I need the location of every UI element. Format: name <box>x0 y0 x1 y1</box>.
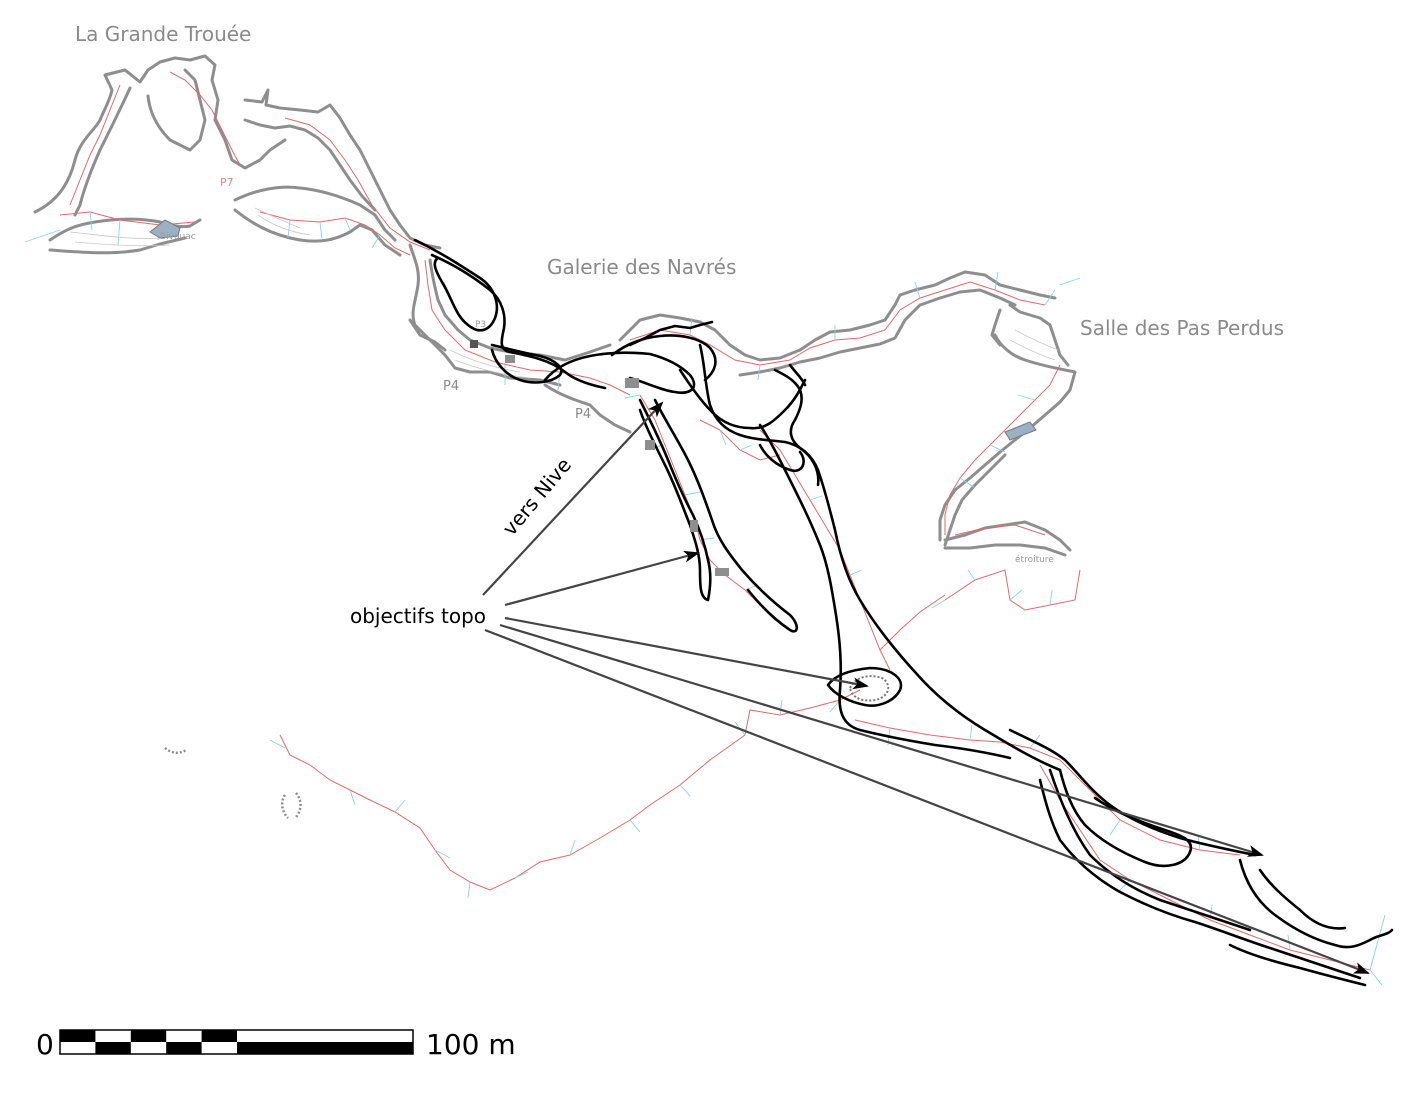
scale-segment-large <box>237 1042 413 1054</box>
pointer-to-junction <box>504 550 700 607</box>
label-objectifs-topo: objectifs topo <box>350 604 486 628</box>
pointer-to-chamber <box>504 616 869 690</box>
navres-passage <box>618 270 1077 557</box>
label-etroiture: étroiture <box>1015 554 1054 565</box>
scale-segment <box>201 1030 237 1042</box>
label-salle-pas-perdus: Salle des Pas Perdus <box>1080 316 1284 340</box>
survey-legs <box>59 71 1371 971</box>
contours <box>69 207 1059 379</box>
new-galleries <box>413 238 1394 987</box>
label-bivouac: Bivouac <box>160 232 196 242</box>
label-p-small: P3 <box>475 320 486 330</box>
label-grande-trouee: La Grande Trouée <box>75 22 251 46</box>
scale-segments <box>59 1029 414 1055</box>
misc-marks <box>149 219 1037 819</box>
pointer-to-nive <box>482 401 664 596</box>
objective-pointers <box>482 401 1370 975</box>
scale-segment <box>60 1030 96 1042</box>
scale-start-label: 0 <box>36 1028 54 1061</box>
scale-segment <box>130 1030 167 1042</box>
scale-segment <box>166 1042 202 1054</box>
label-galerie-navres: Galerie des Navrés <box>547 255 736 279</box>
label-p4-west: P4 <box>443 379 459 394</box>
label-vers-nive: vers Nive <box>497 453 576 540</box>
scale-segment <box>95 1042 131 1054</box>
pointer-to-downstream-east <box>499 623 1264 857</box>
scale-bar: 0 100 m <box>36 1028 516 1061</box>
label-p7: P7 <box>220 176 234 189</box>
scale-end-label: 100 m <box>426 1028 516 1061</box>
pointer-to-downstream-end <box>484 628 1370 975</box>
label-p4-east: P4 <box>575 407 591 422</box>
grande-trouee-passage <box>33 54 632 434</box>
